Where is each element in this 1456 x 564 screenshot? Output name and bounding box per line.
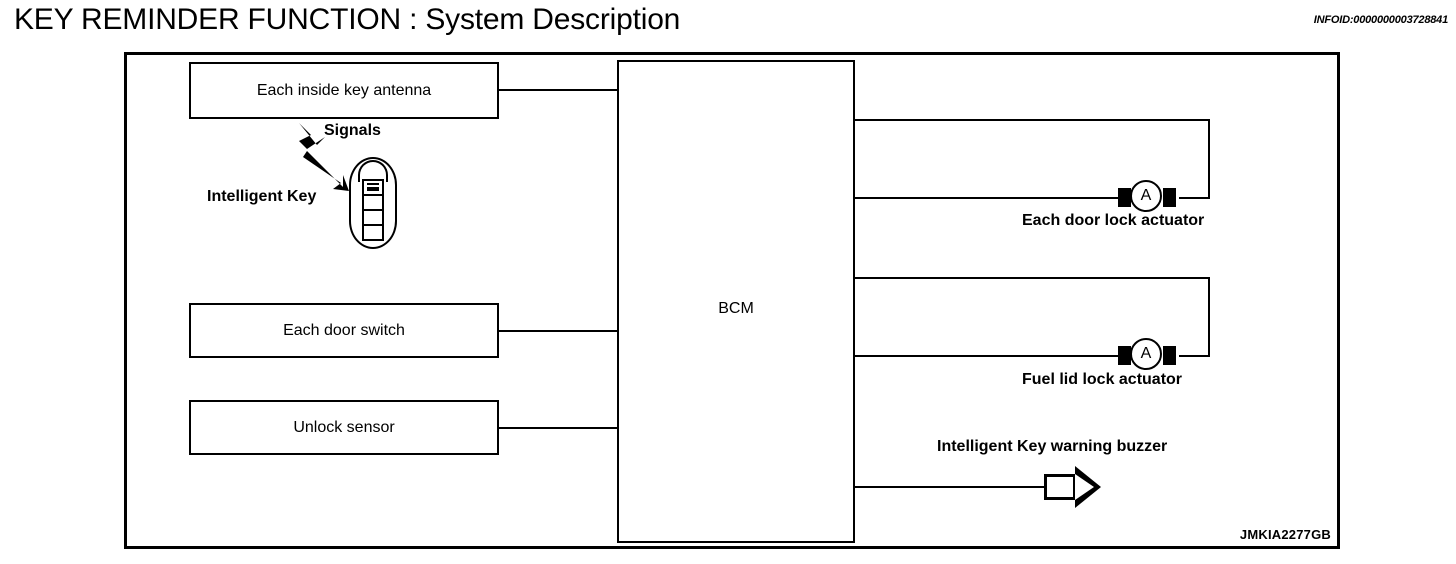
block-bcm[interactable]: BCM [617,60,855,543]
fob-button-lines-icon [367,183,379,191]
wire-antenna-to-bcm [499,89,617,91]
diagram-canvas: Each inside key antenna Each door switch… [127,55,1337,546]
wire-bcm-to-fuel-lid-upper [855,277,1208,279]
page-title: KEY REMINDER FUNCTION : System Descripti… [14,3,681,36]
wire-bcm-to-door-lock-lower [855,197,1136,199]
buzzer-horn-inner-icon [1075,474,1094,500]
intelligent-key-fob-icon [349,157,397,249]
label-each-door-lock-actuator: Each door lock actuator [1022,212,1205,229]
fob-button-2 [364,196,382,211]
wire-fuel-lid-to-right-rail [1179,355,1208,357]
block-unlock-sensor[interactable]: Unlock sensor [189,400,499,455]
actuator-circle-icon: A [1130,338,1162,370]
buzzer-body-icon [1044,474,1076,500]
wire-unlock-sensor-to-bcm [499,427,617,429]
signal-arrows-icon [299,123,349,191]
label-intelligent-key: Intelligent Key [207,188,317,205]
actuator-letter: A [1140,345,1152,362]
label-signals: Signals [324,122,381,139]
actuator-letter: A [1140,187,1152,204]
fob-hood-icon [358,160,388,182]
wire-bcm-to-door-lock-upper [855,119,1208,121]
figure-code-label: JMKIA2277GB [1239,527,1331,542]
fob-button-3 [364,211,382,226]
terminal-left-icon [1118,188,1131,207]
wire-door-lock-to-right-rail [1179,197,1208,199]
block-each-door-switch[interactable]: Each door switch [189,303,499,358]
block-label: Each door switch [283,321,405,339]
system-diagram-frame: Each inside key antenna Each door switch… [124,52,1340,549]
label-fuel-lid-lock-actuator: Fuel lid lock actuator [1022,371,1183,388]
label-intelligent-key-warning-buzzer: Intelligent Key warning buzzer [937,438,1168,455]
fob-button-1 [364,181,382,196]
fuel-lid-lock-actuator-symbol[interactable]: A [1115,338,1179,372]
wire-bcm-to-buzzer [855,486,1045,488]
fob-buttons-icon [362,179,384,241]
wire-bcm-to-fuel-lid-lower [855,355,1136,357]
terminal-right-icon [1163,188,1176,207]
terminal-left-icon [1118,346,1131,365]
wire-fuel-lid-right-rail [1208,277,1210,357]
block-label: Each inside key antenna [256,81,432,99]
each-door-lock-actuator-symbol[interactable]: A [1115,180,1179,214]
bcm-label: BCM [718,300,754,317]
terminal-right-icon [1163,346,1176,365]
buzzer-icon[interactable] [1044,466,1106,508]
wire-door-switch-to-bcm [499,330,617,332]
block-each-inside-key-antenna[interactable]: Each inside key antenna [189,62,499,119]
actuator-circle-icon: A [1130,180,1162,212]
wire-door-lock-right-rail [1208,119,1210,199]
fob-button-4 [364,226,382,239]
infoid-label: INFOID:0000000003728841 [1313,14,1448,26]
block-label: Unlock sensor [293,418,395,436]
